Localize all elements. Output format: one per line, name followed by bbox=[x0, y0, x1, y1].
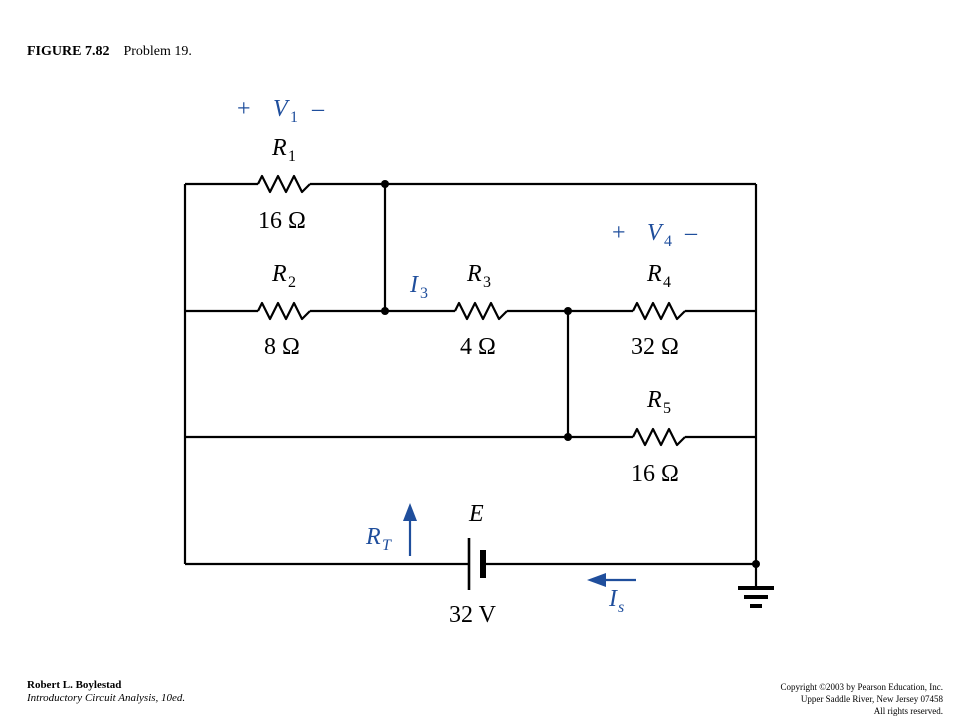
v1-plus: + bbox=[237, 96, 251, 122]
junction-dot bbox=[752, 560, 760, 568]
v1-minus: – bbox=[311, 96, 325, 122]
rt-symbol: R bbox=[365, 524, 381, 550]
r3-value: 4 Ω bbox=[460, 334, 496, 360]
copyright-line-3: All rights reserved. bbox=[873, 706, 943, 716]
junction-dot bbox=[381, 180, 389, 188]
junction-dots bbox=[381, 180, 760, 568]
footer-credit: Robert L. Boylestad Introductory Circuit… bbox=[27, 679, 185, 705]
is-symbol: I bbox=[608, 586, 618, 612]
source-value: 32 V bbox=[449, 602, 497, 628]
r2-value: 8 Ω bbox=[264, 334, 300, 360]
is-subscript: s bbox=[618, 599, 624, 616]
junction-dot bbox=[564, 307, 572, 315]
battery-symbol bbox=[467, 538, 486, 590]
figure-title: Problem 19. bbox=[123, 44, 192, 59]
source-symbol: E bbox=[468, 501, 484, 527]
r4-symbol: R bbox=[646, 261, 662, 287]
rt-subscript: T bbox=[382, 537, 392, 554]
v4-minus: – bbox=[684, 220, 698, 246]
i3-symbol: I bbox=[409, 272, 419, 298]
r4-subscript: 4 bbox=[663, 274, 671, 291]
i3-subscript: 3 bbox=[420, 285, 428, 302]
footer-author: Robert L. Boylestad bbox=[27, 679, 122, 691]
r4-value: 32 Ω bbox=[631, 334, 679, 360]
r2-subscript: 2 bbox=[288, 274, 296, 291]
v4-subscript: 4 bbox=[664, 233, 672, 250]
r2-symbol: R bbox=[271, 261, 287, 287]
v1-symbol: V bbox=[273, 96, 290, 122]
r1-symbol: R bbox=[271, 135, 287, 161]
footer-book: Introductory Circuit Analysis, 10ed. bbox=[27, 692, 186, 704]
junction-dot bbox=[564, 433, 572, 441]
ground-symbol bbox=[738, 586, 774, 608]
r3-symbol: R bbox=[466, 261, 482, 287]
v4-plus: + bbox=[612, 220, 626, 246]
resistor-r2 bbox=[257, 301, 311, 321]
r5-subscript: 5 bbox=[663, 400, 671, 417]
resistor-r4 bbox=[632, 301, 686, 321]
copyright-line-2: Upper Saddle River, New Jersey 07458 bbox=[800, 694, 943, 704]
rt-arrow bbox=[403, 503, 417, 556]
figure-number: FIGURE 7.82 bbox=[27, 44, 110, 59]
figure-caption: FIGURE 7.82 Problem 19. bbox=[27, 44, 192, 60]
r5-value: 16 Ω bbox=[631, 461, 679, 487]
v4-symbol: V bbox=[647, 220, 664, 246]
r3-subscript: 3 bbox=[483, 274, 491, 291]
r5-symbol: R bbox=[646, 387, 662, 413]
is-arrow bbox=[587, 573, 636, 587]
r1-value: 16 Ω bbox=[258, 208, 306, 234]
copyright-line-1: Copyright ©2003 by Pearson Education, In… bbox=[780, 682, 943, 692]
resistor-r5 bbox=[632, 427, 686, 447]
footer-copyright: Copyright ©2003 by Pearson Education, In… bbox=[780, 681, 943, 717]
junction-dot bbox=[381, 307, 389, 315]
resistor-r1 bbox=[257, 174, 311, 194]
r1-subscript: 1 bbox=[288, 148, 296, 165]
resistor-r3 bbox=[454, 301, 508, 321]
v1-subscript: 1 bbox=[290, 109, 298, 126]
